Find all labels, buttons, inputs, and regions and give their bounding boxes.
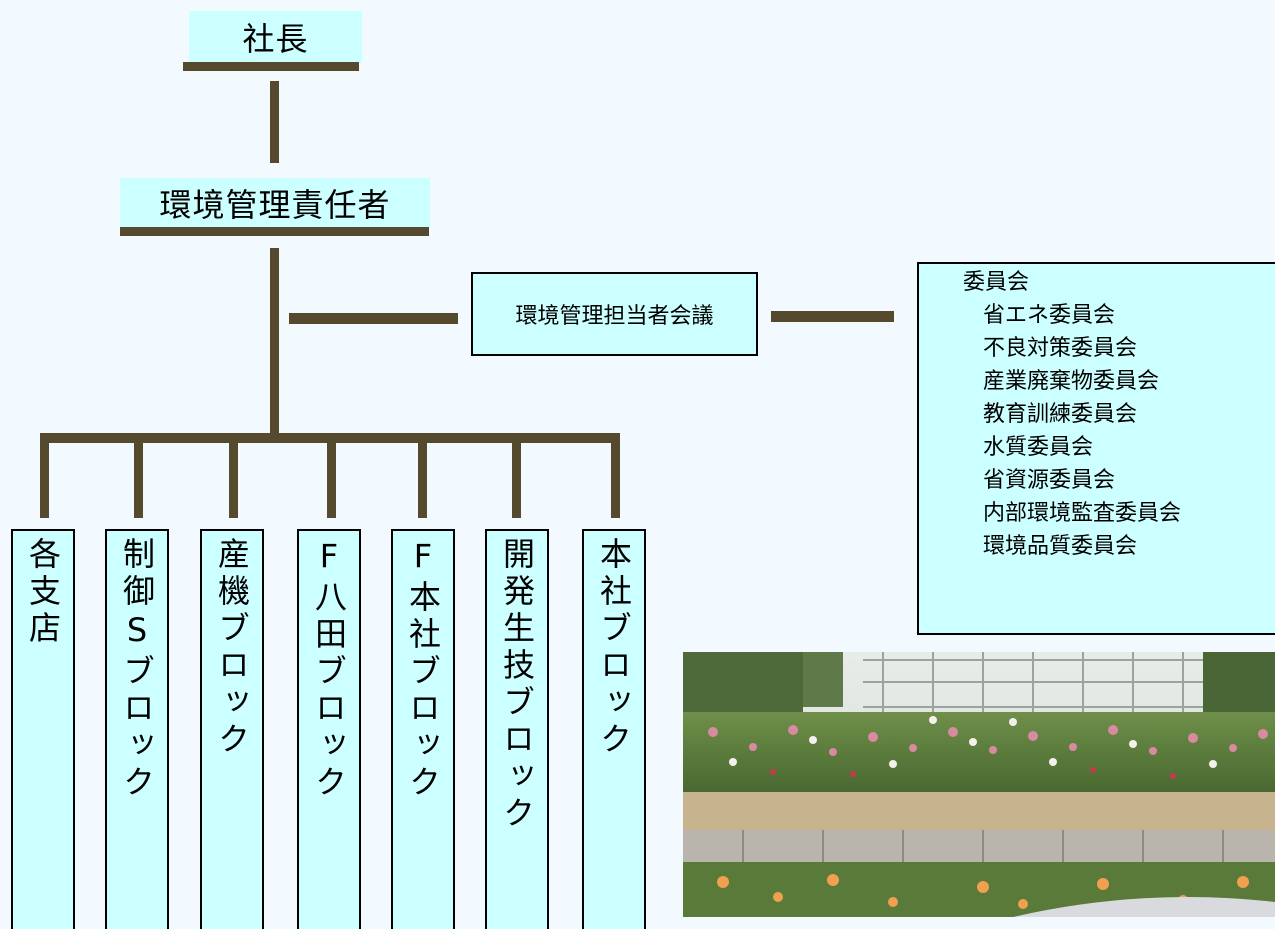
main-trunk bbox=[270, 248, 279, 433]
committee-item: 環境品質委員会 bbox=[983, 534, 1138, 559]
committee-list: 省エネ委員会 不良対策委員会 産業廃棄物委員会 教育訓練委員会 水質委員会 省資… bbox=[963, 299, 1275, 563]
committee-item: 省資源委員会 bbox=[983, 468, 1116, 493]
block-label: F八田ブロック bbox=[310, 537, 348, 802]
meeting-label: 環境管理担当者会議 bbox=[515, 304, 714, 329]
block-label: 本社ブロック bbox=[595, 537, 633, 759]
meeting-box: 環境管理担当者会議 bbox=[471, 272, 758, 356]
block-f-hatta: F八田ブロック bbox=[297, 529, 361, 929]
committee-item: 水質委員会 bbox=[983, 435, 1094, 460]
connector-trunk-meeting bbox=[289, 313, 458, 324]
block-drop-line bbox=[327, 440, 336, 518]
block-drop-line bbox=[134, 440, 143, 518]
connector-president-manager bbox=[270, 81, 279, 163]
env-manager-box: 環境管理責任者 bbox=[120, 178, 430, 227]
committee-item: 不良対策委員会 bbox=[983, 336, 1138, 361]
block-drop-line bbox=[512, 440, 521, 518]
connector-meeting-committee bbox=[771, 311, 894, 322]
committee-item: 省エネ委員会 bbox=[983, 303, 1116, 328]
block-label: F本社ブロック bbox=[404, 537, 442, 802]
block-label: 各支店 bbox=[24, 537, 62, 648]
block-drop-line bbox=[611, 440, 620, 518]
block-drop-line bbox=[418, 440, 427, 518]
block-industrial-machinery: 産機ブロック bbox=[200, 529, 264, 929]
block-f-headquarters: F本社ブロック bbox=[391, 529, 455, 929]
block-control-s: 制御Sブロック bbox=[105, 529, 169, 929]
committee-item: 産業廃棄物委員会 bbox=[983, 369, 1160, 394]
committee-item: 教育訓練委員会 bbox=[983, 402, 1138, 427]
block-development: 開発生技ブロック bbox=[485, 529, 549, 929]
env-manager-underline bbox=[120, 227, 429, 236]
block-drop-line bbox=[40, 440, 49, 518]
president-label: 社長 bbox=[242, 20, 309, 58]
president-box: 社長 bbox=[189, 11, 362, 63]
block-label: 産機ブロック bbox=[213, 537, 251, 759]
committee-item: 内部環境監査委員会 bbox=[983, 501, 1182, 526]
block-bus bbox=[40, 433, 620, 443]
block-label: 制御Sブロック bbox=[118, 537, 156, 802]
block-drop-line bbox=[229, 440, 238, 518]
committee-box: 委員会 省エネ委員会 不良対策委員会 産業廃棄物委員会 教育訓練委員会 水質委員… bbox=[917, 262, 1275, 635]
block-branches: 各支店 bbox=[11, 529, 75, 929]
block-headquarters: 本社ブロック bbox=[582, 529, 646, 929]
rose-garden-photo bbox=[683, 652, 1275, 917]
president-underline bbox=[183, 62, 359, 71]
committee-heading: 委員会 bbox=[963, 270, 1030, 295]
env-manager-label: 環境管理責任者 bbox=[159, 185, 391, 224]
block-label: 開発生技ブロック bbox=[498, 537, 536, 833]
